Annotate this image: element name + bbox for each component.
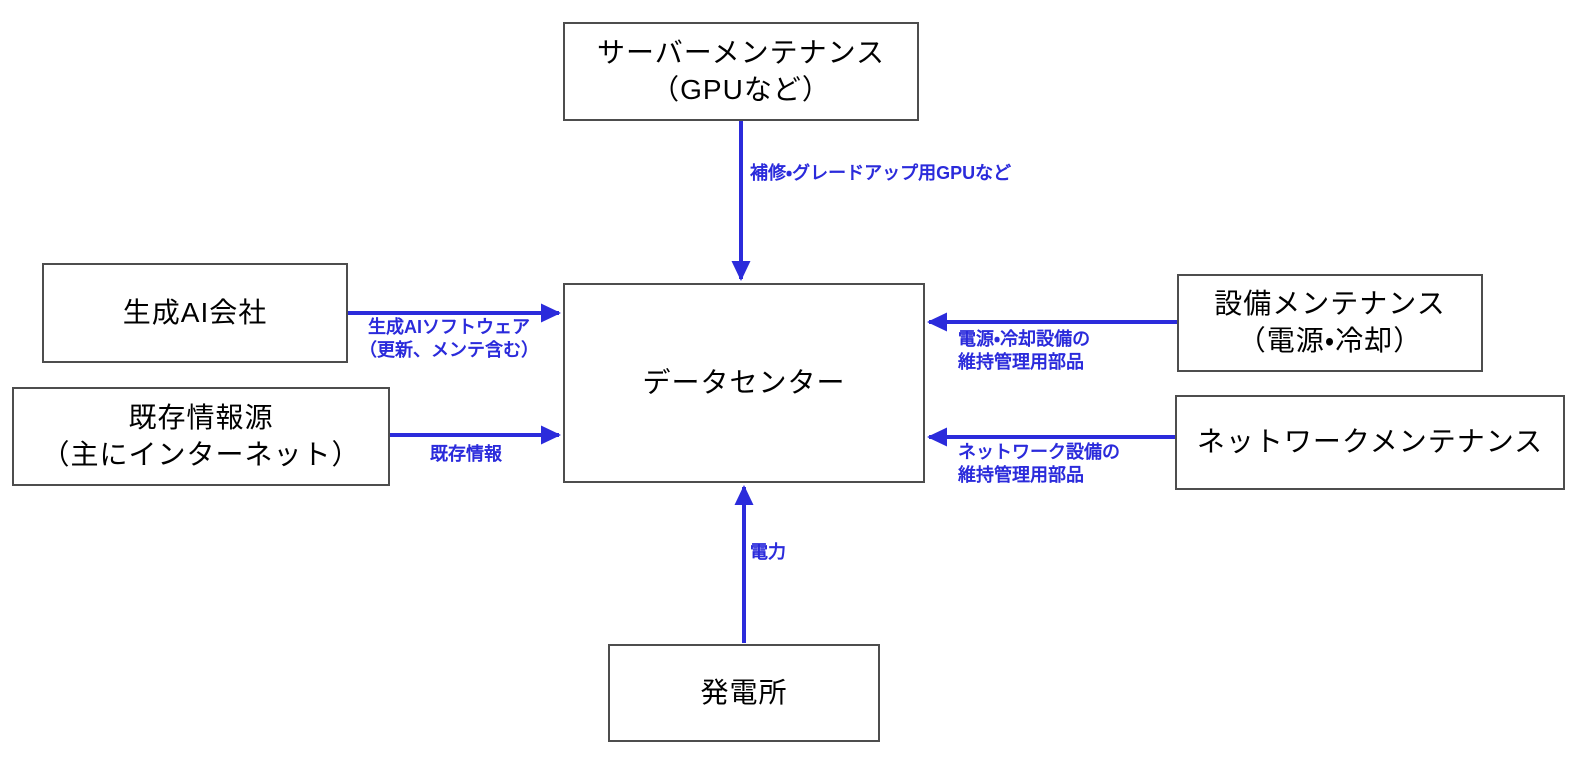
node-existing-sources: 既存情報源 （主にインターネット） bbox=[12, 387, 390, 486]
edge-label-gpu-supply: 補修・グレードアップ用GPUなど bbox=[750, 163, 1012, 183]
node-existing-sources-label: 既存情報源 （主にインターネット） bbox=[41, 401, 361, 470]
node-power-plant: 発電所 bbox=[608, 644, 880, 742]
node-server-maintenance: サーバーメンテナンス （GPUなど） bbox=[563, 22, 919, 121]
node-datacenter-label: データセンター bbox=[642, 366, 846, 398]
edge-label-existing-info: 既存情報 bbox=[430, 444, 502, 464]
node-network-maintenance-label: ネットワークメンテナンス bbox=[1196, 426, 1544, 458]
node-power-plant-label: 発電所 bbox=[700, 676, 788, 708]
node-facility-maintenance: 設備メンテナンス （電源・冷却） bbox=[1177, 274, 1483, 372]
edge-label-network-parts: ネットワーク設備の 維持管理用部品 bbox=[958, 442, 1120, 485]
node-datacenter: データセンター bbox=[563, 283, 925, 483]
edge-label-power-cooling-parts: 電源・冷却設備の 維持管理用部品 bbox=[958, 329, 1091, 372]
edge-label-genai-software: 生成AIソフトウェア （更新、メンテ含む） bbox=[359, 317, 539, 360]
node-genai-company: 生成AI会社 bbox=[42, 263, 348, 363]
node-facility-maintenance-label: 設備メンテナンス （電源・冷却） bbox=[1214, 288, 1446, 356]
node-genai-company-label: 生成AI会社 bbox=[122, 296, 268, 328]
node-network-maintenance: ネットワークメンテナンス bbox=[1175, 395, 1565, 490]
node-server-maintenance-label: サーバーメンテナンス （GPUなど） bbox=[596, 36, 886, 105]
edge-label-electricity: 電力 bbox=[750, 542, 786, 562]
